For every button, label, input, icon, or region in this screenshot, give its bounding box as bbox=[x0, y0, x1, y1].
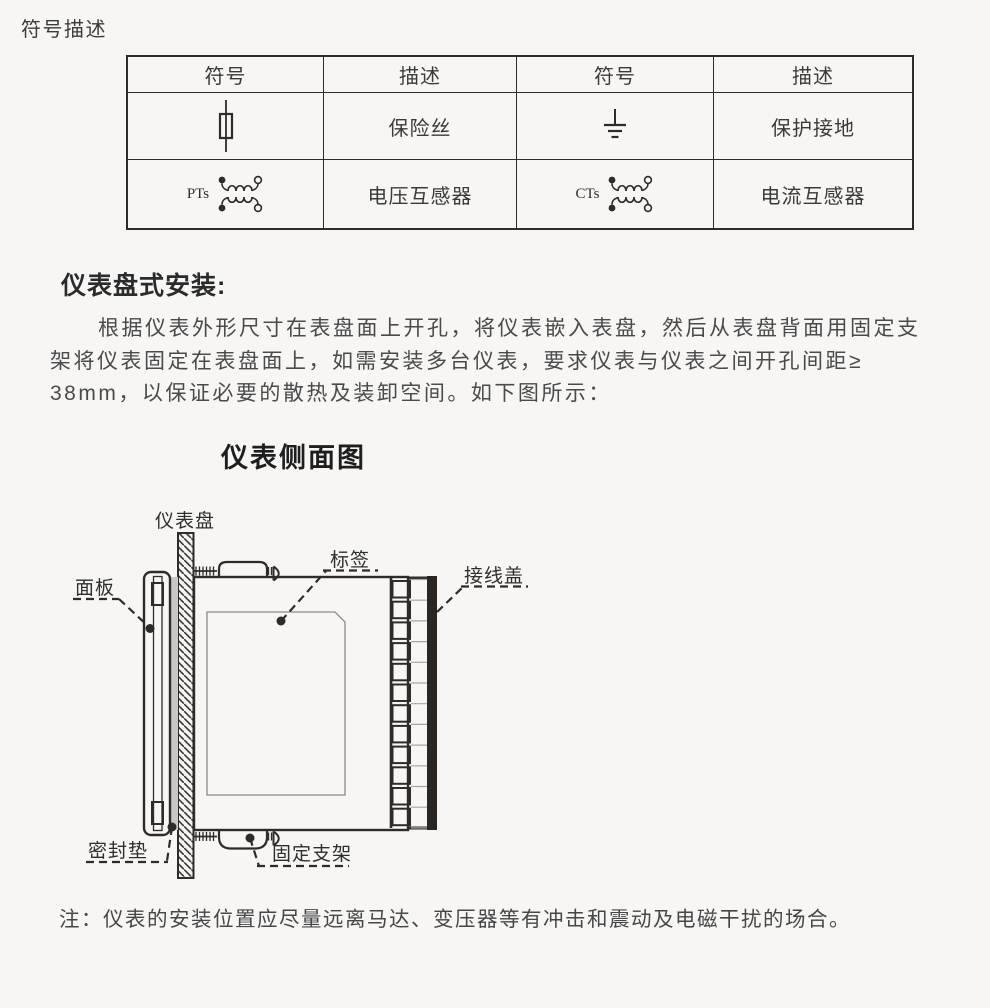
label-terminal-cover: 接线盖 bbox=[464, 565, 524, 587]
leader-gasket bbox=[165, 826, 174, 862]
terminal-cell bbox=[391, 580, 411, 599]
front-panel-dot bbox=[145, 624, 155, 633]
table-cell-fuse-symbol bbox=[128, 93, 324, 160]
terminal-cell bbox=[391, 600, 411, 620]
table-cell-earth-desc: 保护接地 bbox=[714, 93, 912, 160]
terminal-cell bbox=[391, 662, 411, 682]
gasket-strip bbox=[170, 577, 178, 830]
leader-bracket bbox=[248, 837, 261, 867]
install-paragraph: 根据仪表外形尺寸在表盘面上开孔，将仪表嵌入表盘，然后从表盘背面用固定支 架将仪表… bbox=[50, 313, 921, 411]
table-cell-pt-symbol: PTs bbox=[128, 160, 324, 228]
terminal-cell bbox=[391, 683, 411, 702]
section-label: 符号描述 bbox=[21, 19, 107, 41]
panel-wall bbox=[177, 532, 195, 879]
terminal-cell bbox=[391, 745, 411, 765]
pt-label: PTs bbox=[186, 185, 210, 202]
bracket-dot bbox=[245, 833, 255, 843]
terminal-cell bbox=[391, 704, 411, 723]
fuse-icon bbox=[218, 100, 233, 152]
table-cell-ct-desc: 电流互感器 bbox=[760, 185, 866, 208]
paragraph-line: 38mm，以保证必要的散热及装卸空间。如下图所示： bbox=[50, 382, 612, 406]
terminal-cell bbox=[391, 621, 411, 640]
terminal-cell bbox=[391, 724, 411, 744]
install-note: 注：仪表的安装位置应尽量远离马达、变压器等有冲击和震动及电磁干扰的场合。 bbox=[59, 908, 851, 931]
top-mount-bracket bbox=[194, 560, 280, 582]
bezel-clip-top bbox=[151, 582, 164, 606]
front-bezel bbox=[142, 570, 172, 837]
protective-earth-icon bbox=[604, 109, 626, 139]
instrument-body bbox=[192, 575, 410, 832]
table-header-desc-2: 描述 bbox=[714, 57, 912, 93]
bezel-clip-bottom bbox=[151, 801, 164, 825]
label-gasket: 密封垫 bbox=[88, 840, 148, 862]
terminal-cell bbox=[391, 766, 411, 785]
terminal-cell bbox=[391, 642, 411, 661]
table-cell-ct-symbol: CTs bbox=[517, 160, 714, 228]
sticker-dot bbox=[276, 616, 286, 626]
table-header-desc-1: 描述 bbox=[324, 57, 517, 93]
paragraph-line: 架将仪表固定在表盘面上，如需安装多台仪表，要求仪表与仪表之间开孔间距≥ bbox=[50, 349, 864, 373]
paragraph-line: 根据仪表外形尺寸在表盘面上开孔，将仪表嵌入表盘，然后从表盘背面用固定支 bbox=[98, 317, 921, 340]
label-front-panel: 面板 bbox=[75, 577, 115, 599]
bottom-screw-head bbox=[272, 830, 280, 847]
label-sticker: 标签 bbox=[330, 549, 370, 571]
terminal-cover-bar bbox=[427, 576, 437, 830]
top-screw-head bbox=[272, 565, 280, 582]
table-header-symbol-2: 符号 bbox=[517, 57, 714, 93]
table-cell-pt-desc: 电压互感器 bbox=[324, 160, 517, 228]
install-heading: 仪表盘式安装: bbox=[61, 272, 227, 300]
leader-front-panel bbox=[118, 598, 150, 628]
instrument-side-view-diagram: 仪表盘 面板 标签 接线盖 密封垫 固定支架 bbox=[73, 510, 528, 879]
gasket-dot bbox=[167, 822, 177, 832]
voltage-transformer-icon bbox=[218, 175, 263, 213]
terminal-cell bbox=[391, 787, 411, 806]
leader-terminal-cover bbox=[436, 586, 464, 613]
ct-label: CTs bbox=[575, 185, 600, 202]
current-transformer-icon bbox=[609, 175, 653, 213]
pt-symbol-group: PTs bbox=[187, 173, 264, 215]
table-cell-fuse-desc: 保险丝 bbox=[324, 93, 517, 160]
label-area-outline bbox=[206, 611, 346, 796]
bottom-mount-bracket bbox=[194, 830, 280, 850]
ct-symbol-group: CTs bbox=[576, 173, 655, 215]
label-panel-board: 仪表盘 bbox=[155, 510, 215, 532]
table-cell-earth-symbol bbox=[517, 93, 714, 160]
leader-lines bbox=[73, 569, 528, 868]
symbol-table: 符号 描述 符号 描述 保险丝 保护接地 PTs bbox=[126, 55, 914, 230]
table-header-symbol-1: 符号 bbox=[128, 57, 324, 93]
leader-sticker bbox=[280, 570, 327, 622]
diagram-title: 仪表侧面图 bbox=[221, 443, 366, 473]
terminal-cell bbox=[391, 807, 411, 827]
terminal-wire-lines bbox=[411, 578, 427, 829]
label-bracket: 固定支架 bbox=[272, 843, 352, 865]
